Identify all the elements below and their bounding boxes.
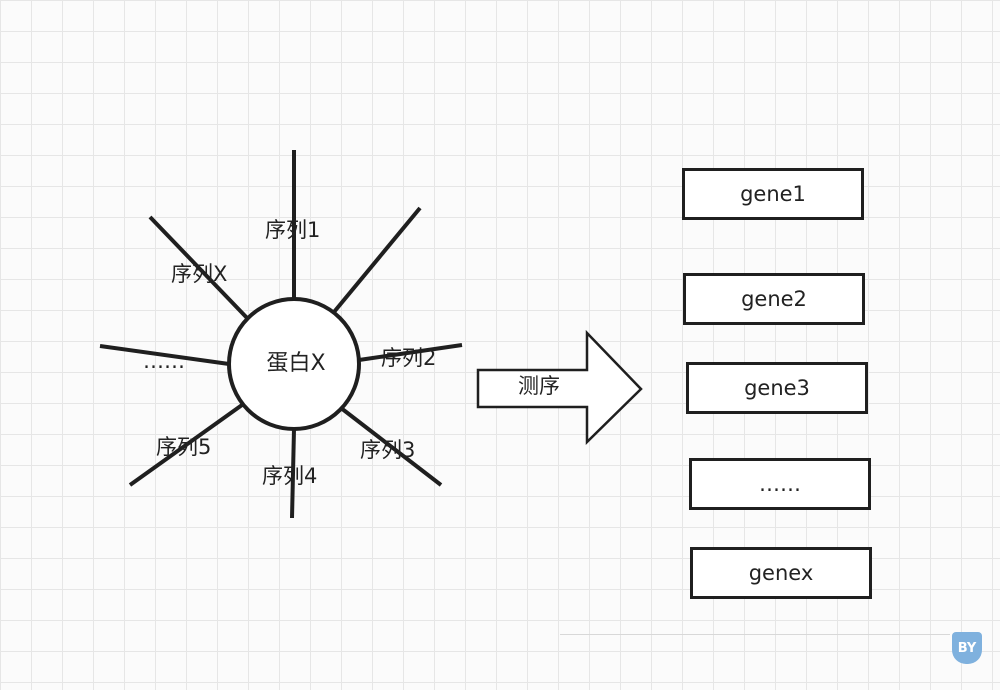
spoke-right — [358, 343, 463, 362]
gene-box-ellipsis: …… — [689, 458, 871, 510]
gene-label-x: genex — [748, 561, 814, 585]
gene-box-2: gene2 — [683, 273, 865, 325]
spoke-upper-left — [148, 215, 251, 322]
protein-circle — [227, 297, 361, 431]
spoke-label-1: 序列1 — [265, 218, 321, 242]
gene-label-2: gene2 — [741, 287, 807, 311]
spoke-bottom — [290, 428, 296, 519]
sequencing-arrow — [476, 329, 643, 445]
gene-box-x: genex — [690, 547, 872, 599]
spoke-label-3: 序列3 — [360, 438, 416, 462]
watermark-text: BY — [957, 640, 977, 656]
footer-divider — [560, 634, 950, 635]
spoke-label-x: 序列X — [171, 262, 228, 286]
spoke-lower-left — [128, 403, 244, 487]
watermark-logo-icon: BY — [952, 632, 982, 664]
spoke-lower-right — [339, 406, 443, 487]
spoke-label-5: 序列5 — [156, 435, 212, 459]
gene-box-1: gene1 — [682, 168, 864, 220]
protein-label: 蛋白X — [266, 351, 326, 376]
gene-label-3: gene3 — [744, 376, 810, 400]
spoke-label-4: 序列4 — [262, 464, 318, 488]
spoke-label-ellipsis: …… — [143, 349, 185, 373]
gene-label-1: gene1 — [740, 182, 806, 206]
gene-label-ellipsis: …… — [759, 472, 801, 496]
spoke-label-2: 序列2 — [381, 346, 437, 370]
arrow-label: 测序 — [518, 374, 560, 398]
spoke-top-right — [332, 206, 422, 314]
spoke-left — [99, 344, 230, 366]
gene-box-3: gene3 — [686, 362, 868, 414]
